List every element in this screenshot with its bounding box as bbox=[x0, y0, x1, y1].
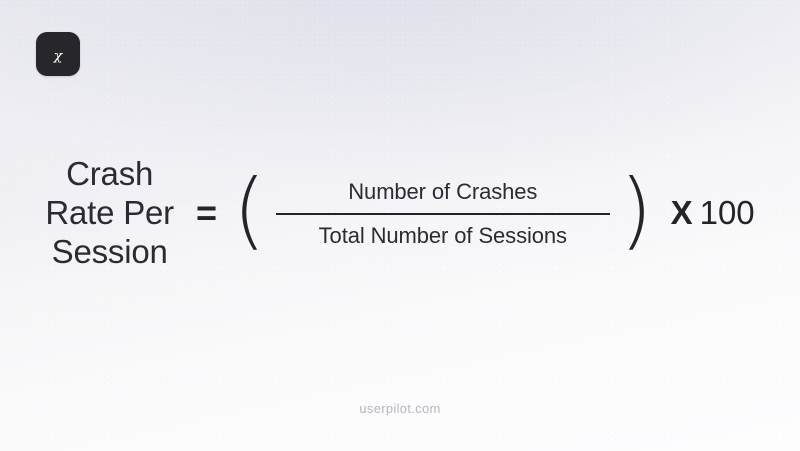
formula-label-line-1: Crash bbox=[66, 155, 154, 193]
multiplication-sign: X bbox=[670, 193, 693, 231]
formula-label-line-3: Session bbox=[51, 232, 168, 270]
footer-watermark: userpilot.com bbox=[359, 401, 441, 416]
formula-row: Crash Rate Per Session = ( Number of Cra… bbox=[45, 155, 754, 272]
parenthesis-close: ) bbox=[619, 161, 653, 260]
fraction-numerator: Number of Crashes bbox=[348, 179, 538, 204]
formula-label: Crash Rate Per Session bbox=[45, 155, 174, 272]
formula-label-line-2: Rate Per bbox=[45, 194, 174, 232]
multiplier-value: 100 bbox=[699, 193, 755, 231]
fraction: Number of Crashes Total Number of Sessio… bbox=[275, 178, 610, 249]
fraction-bar bbox=[275, 212, 610, 215]
userpilot-u-logo-icon: ᵪ bbox=[36, 32, 80, 76]
logo-glyph-u: ᵪ bbox=[53, 39, 63, 66]
equals-sign: = bbox=[195, 191, 218, 233]
fraction-denominator: Total Number of Sessions bbox=[318, 222, 567, 248]
parenthesis-open: ( bbox=[233, 161, 266, 260]
